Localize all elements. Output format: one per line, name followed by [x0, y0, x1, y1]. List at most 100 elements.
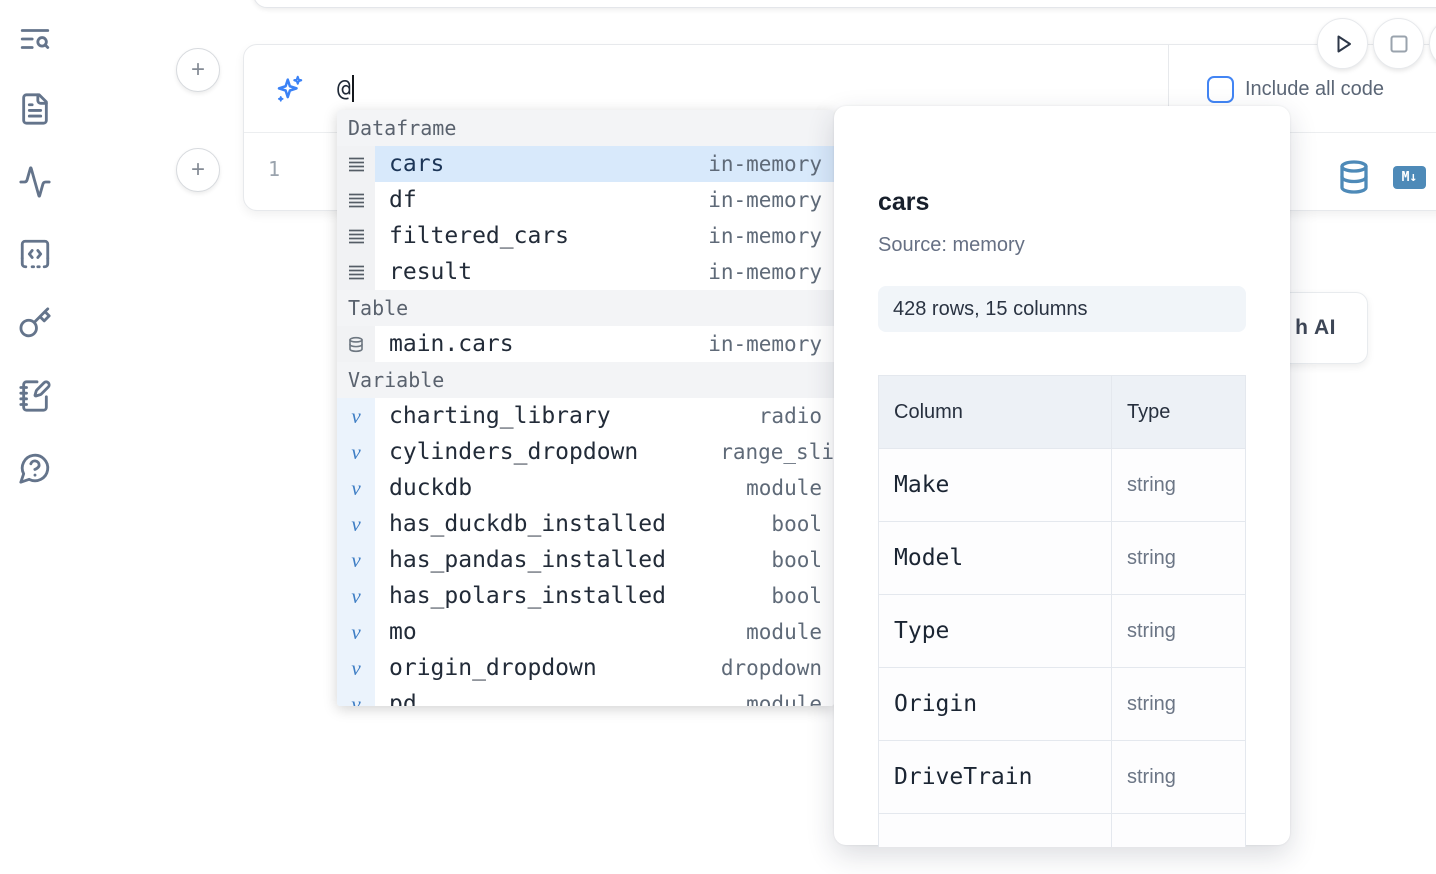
autocomplete-section-header: Table: [337, 290, 834, 326]
autocomplete-item-icon-cell: v: [337, 650, 375, 686]
variable-icon: v: [351, 619, 361, 644]
preview-shape-badge: 428 rows, 15 columns: [878, 286, 1246, 332]
variable-icon: v: [351, 691, 361, 707]
variable-icon: v: [351, 655, 361, 680]
autocomplete-item-name: pd: [389, 691, 417, 706]
autocomplete-item-name: has_polars_installed: [389, 583, 666, 609]
run-cell-button[interactable]: [1317, 18, 1368, 69]
code-snippet-icon[interactable]: [18, 237, 52, 271]
autocomplete-item-icon-cell: v: [337, 686, 375, 706]
autocomplete-item-icon-cell: v: [337, 578, 375, 614]
variable-icon: v: [351, 475, 361, 500]
schema-column-name: Origin: [878, 667, 1112, 741]
autocomplete-item-cylinders_dropdown[interactable]: v cylinders_dropdown range_sli: [337, 434, 834, 470]
autocomplete-item-type: range_sli: [720, 440, 834, 464]
autocomplete-item-name: has_duckdb_installed: [389, 511, 666, 537]
autocomplete-item-icon-cell: v: [337, 506, 375, 542]
autocomplete-item-icon-cell: [337, 182, 375, 218]
autocomplete-item-name: main.cars: [389, 331, 514, 357]
variable-icon: v: [351, 403, 361, 428]
schema-header-Type: Type: [1111, 375, 1246, 449]
include-all-code-label: Include all code: [1245, 77, 1384, 100]
include-all-code-checkbox[interactable]: [1207, 76, 1234, 103]
autocomplete-item-type: bool: [771, 584, 822, 608]
dataframe-rows-icon: [348, 193, 364, 207]
autocomplete-item-type: in-memory: [708, 224, 822, 248]
schema-column-name: Make: [878, 448, 1112, 522]
autocomplete-item-name: result: [389, 259, 473, 285]
autocomplete-item-icon-cell: v: [337, 542, 375, 578]
autocomplete-item-icon-cell: [337, 146, 375, 182]
autocomplete-item-icon-cell: v: [337, 470, 375, 506]
schema-column-name: [878, 813, 1112, 847]
autocomplete-item-icon-cell: v: [337, 614, 375, 650]
autocomplete-item-name: charting_library: [389, 403, 611, 429]
autocomplete-item-type: bool: [771, 548, 822, 572]
autocomplete-item-icon-cell: v: [337, 434, 375, 470]
schema-row: [878, 813, 1246, 847]
autocomplete-item-name: mo: [389, 619, 417, 645]
stop-button[interactable]: [1373, 18, 1424, 69]
autocomplete-item-name: duckdb: [389, 475, 473, 501]
add-cell-above-button[interactable]: +: [176, 48, 220, 92]
add-cell-below-button[interactable]: +: [176, 148, 220, 192]
autocomplete-item-filtered_cars[interactable]: filtered_cars in-memory: [337, 218, 834, 254]
dataframe-preview-panel: cars Source: memory 428 rows, 15 columns…: [834, 106, 1290, 847]
schema-column-name: Model: [878, 521, 1112, 595]
text-cursor: [351, 75, 354, 102]
line-number: 1: [268, 157, 281, 181]
autocomplete-item-name: cars: [389, 151, 445, 177]
database-icon[interactable]: [1336, 159, 1372, 195]
key-icon[interactable]: [18, 306, 52, 340]
autocomplete-item-mo[interactable]: v mo module: [337, 614, 834, 650]
autocomplete-item-name: cylinders_dropdown: [389, 439, 639, 465]
schema-column-type: string: [1111, 740, 1246, 814]
activity-icon[interactable]: [18, 165, 52, 199]
autocomplete-item-has_duckdb_installed[interactable]: v has_duckdb_installed bool: [337, 506, 834, 542]
dataframe-rows-icon: [348, 265, 364, 279]
autocomplete-item-name: filtered_cars: [389, 223, 570, 249]
notebook-pen-icon[interactable]: [18, 379, 52, 413]
help-chat-icon[interactable]: [18, 451, 52, 485]
autocomplete-item-icon-cell: [337, 326, 375, 362]
text-search-icon[interactable]: [18, 22, 52, 56]
preview-source: Source: memory: [878, 234, 1025, 256]
schema-column-type: [1111, 813, 1246, 847]
schema-column-type: string: [1111, 448, 1246, 522]
autocomplete-section-header: Variable: [337, 362, 834, 398]
autocomplete-item-has_polars_installed[interactable]: v has_polars_installed bool: [337, 578, 834, 614]
autocomplete-item-type: in-memory: [708, 152, 822, 176]
schema-column-name: Type: [878, 594, 1112, 668]
sparkles-ai-icon: [277, 75, 303, 102]
markdown-icon[interactable]: M↓: [1393, 166, 1426, 189]
code-editor-row[interactable]: 1 M↓: [244, 133, 1436, 210]
autocomplete-item-cars[interactable]: cars in-memory: [337, 146, 834, 182]
schema-column-name: DriveTrain: [878, 740, 1112, 814]
variable-icon: v: [351, 583, 361, 608]
prompt-divider: [1168, 45, 1169, 132]
schema-header-Column: Column: [878, 375, 1112, 449]
ai-prompt-input[interactable]: @: [337, 75, 351, 102]
autocomplete-item-type: module: [746, 476, 822, 500]
schema-column-type: string: [1111, 521, 1246, 595]
file-text-icon[interactable]: [18, 92, 52, 126]
autocomplete-item-type: bool: [771, 512, 822, 536]
autocomplete-item-duckdb[interactable]: v duckdb module: [337, 470, 834, 506]
variable-icon: v: [351, 439, 361, 464]
autocomplete-item-type: module: [746, 620, 822, 644]
table-database-icon: [349, 336, 363, 352]
